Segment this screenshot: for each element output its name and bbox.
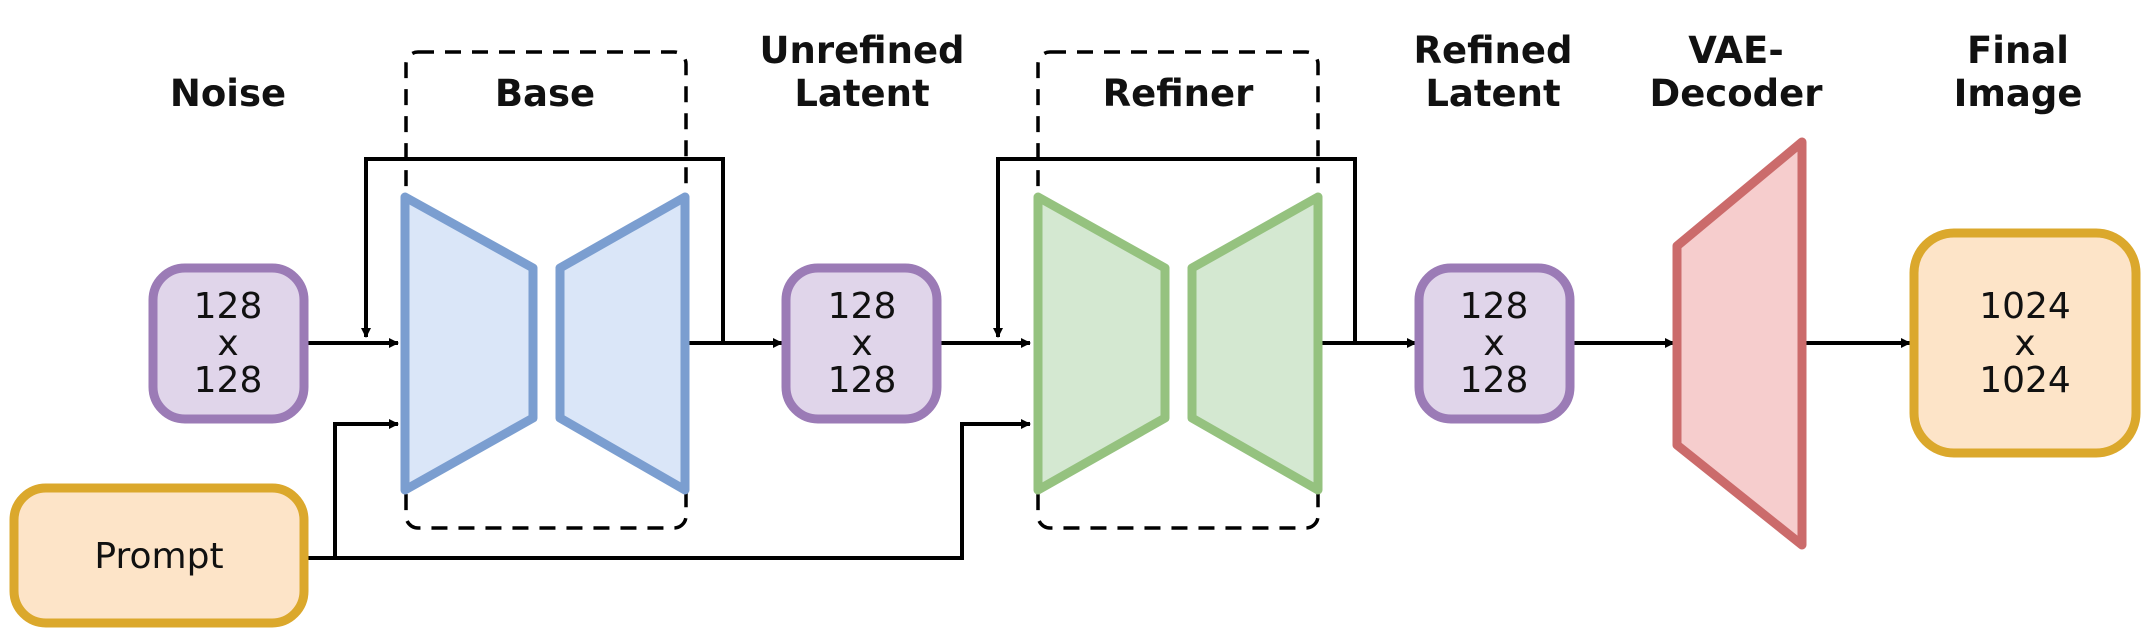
final-image-box: 1024 x 1024 — [1909, 228, 2141, 458]
prompt-label: Prompt — [94, 536, 223, 577]
refined-box-line3: 128 — [1460, 360, 1529, 401]
refined-latent-box: 128 x 128 — [1414, 263, 1575, 424]
final-box-line2: x — [2014, 323, 2035, 364]
noise-title: Noise — [170, 72, 286, 115]
refined-box-line2: x — [1483, 323, 1504, 364]
base-loop-arrow — [361, 157, 725, 343]
vae-decoder-shape — [1672, 137, 1807, 550]
unrefined-latent-title-line2: Latent — [794, 72, 929, 115]
refined-latent-title-line2: Latent — [1425, 72, 1560, 115]
unrefined-box-line2: x — [851, 323, 872, 364]
refined-latent-title-line1: Refined — [1414, 29, 1573, 72]
final-box-line1: 1024 — [1979, 286, 2071, 327]
noise-box-line3: 128 — [194, 360, 263, 401]
base-title: Base — [495, 72, 595, 115]
vae-decoder-title-line2: Decoder — [1650, 72, 1824, 115]
unrefined-latent-title-line1: Unrefined — [759, 29, 964, 72]
base-encoder-shape — [400, 192, 538, 495]
final-box-line3: 1024 — [1979, 360, 2071, 401]
noise-latent-box: 128 x 128 — [148, 263, 309, 424]
base-decoder-shape — [555, 192, 690, 495]
noise-box-line1: 128 — [194, 286, 263, 327]
noise-box-line2: x — [217, 323, 238, 364]
refined-box-line1: 128 — [1460, 286, 1529, 327]
unrefined-box-line1: 128 — [828, 286, 897, 327]
refiner-encoder-shape — [1033, 192, 1170, 495]
prompt-box: Prompt — [9, 483, 309, 628]
refiner-decoder-shape — [1187, 192, 1323, 495]
final-image-title-line2: Image — [1954, 72, 2083, 115]
prompt-to-refiner-arrow — [335, 419, 1031, 560]
refiner-loop-arrow — [993, 157, 1357, 343]
refiner-title: Refiner — [1103, 72, 1254, 115]
final-image-title-line1: Final — [1967, 29, 2069, 72]
unrefined-box-line3: 128 — [828, 360, 897, 401]
unrefined-latent-box: 128 x 128 — [781, 263, 942, 424]
prompt-to-base-arrow — [308, 419, 399, 560]
vae-decoder-title-line1: VAE- — [1688, 29, 1783, 72]
